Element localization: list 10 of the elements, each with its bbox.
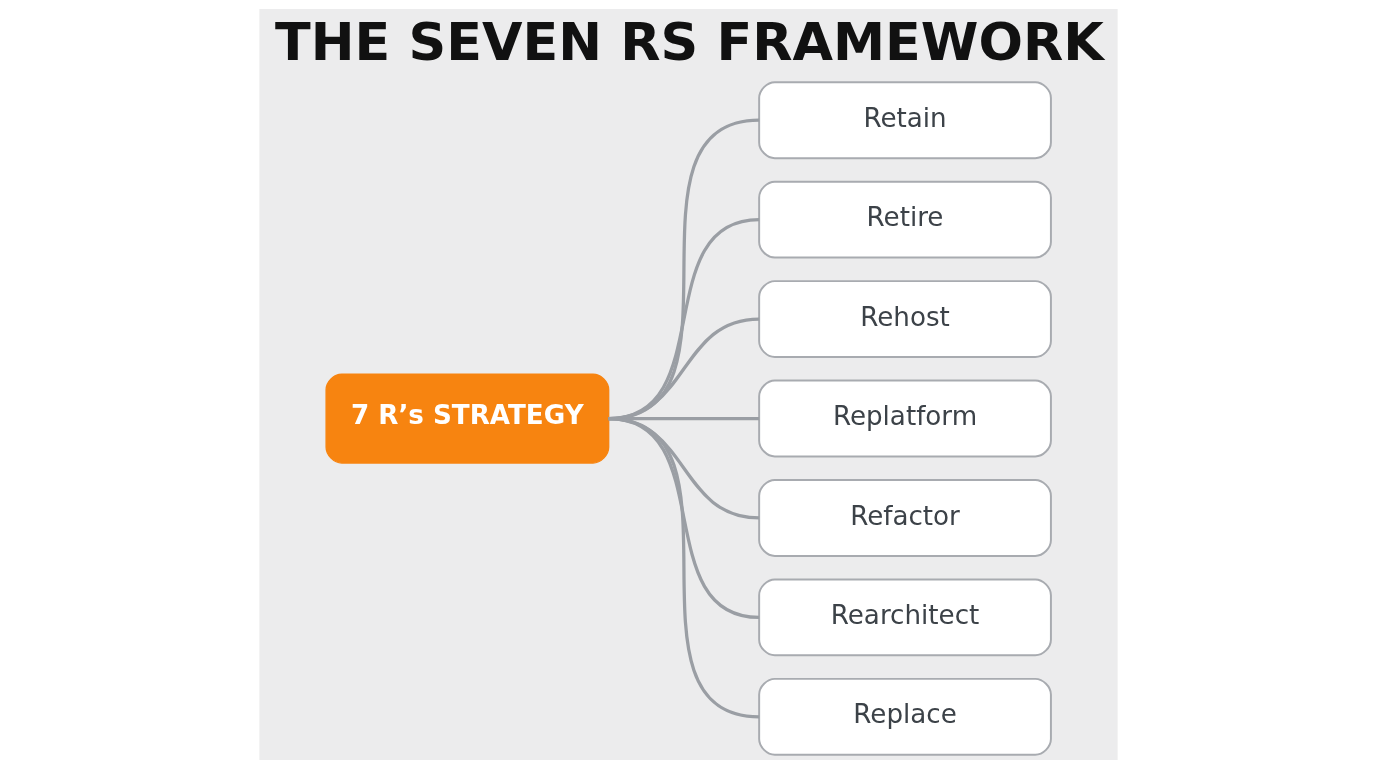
node-box: Retire <box>757 180 1052 259</box>
node-box: Refactor <box>757 478 1052 557</box>
node-box: Replace <box>757 677 1052 756</box>
node-box: Rehost <box>757 279 1052 358</box>
node-box: 7 R’s STRATEGY <box>324 372 609 464</box>
connector <box>607 416 759 718</box>
diagram-title: THE SEVEN RS FRAMEWORK <box>274 10 1104 72</box>
node-box: Retain <box>757 80 1052 159</box>
node-box: Replatform <box>757 379 1052 457</box>
node-box: Rearchitect <box>757 577 1052 656</box>
